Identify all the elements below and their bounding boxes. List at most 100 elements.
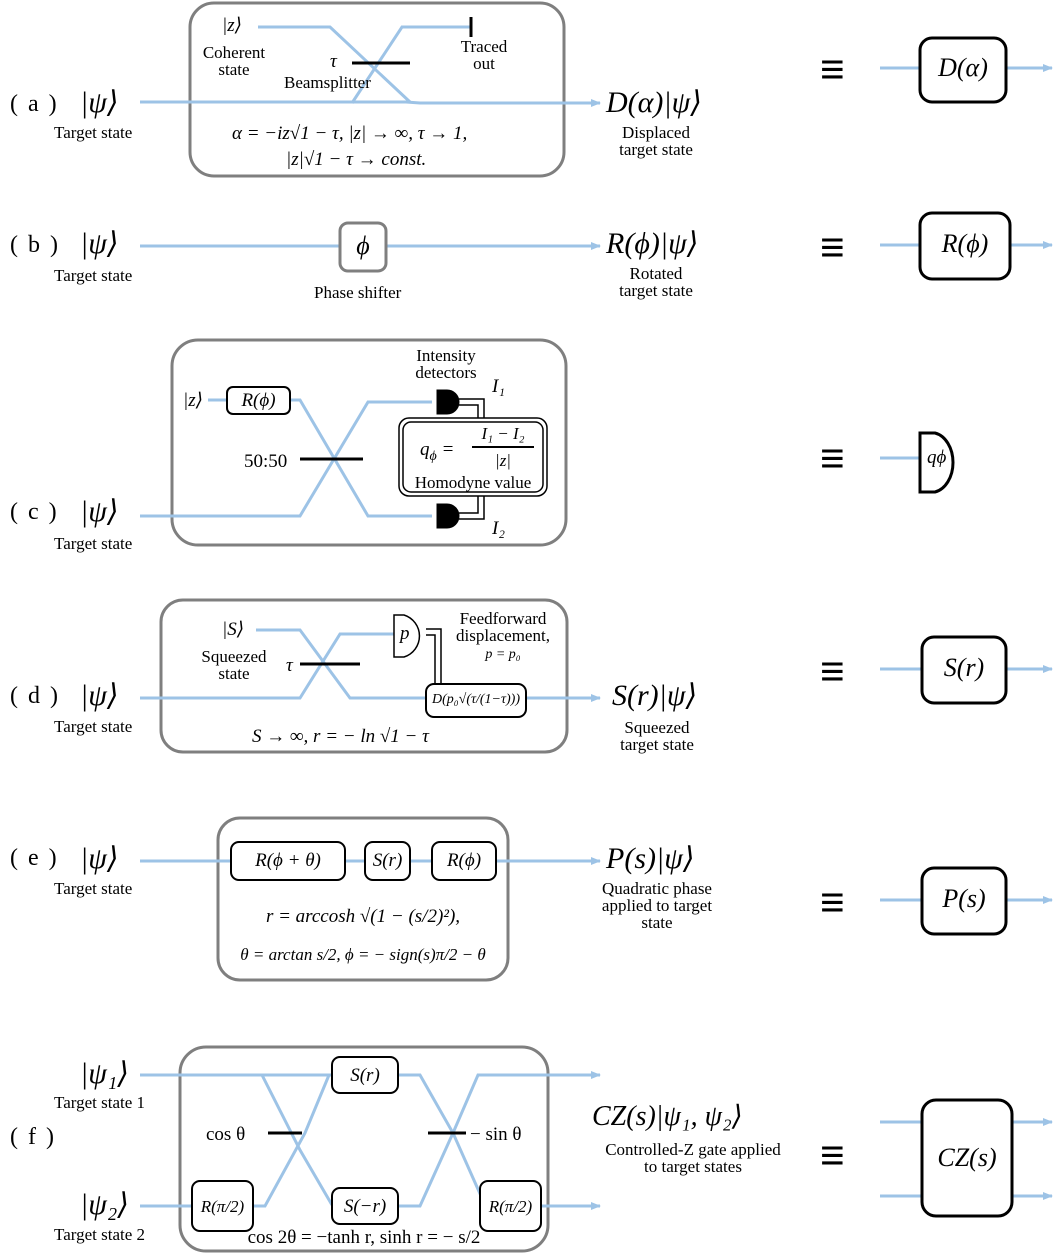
- d-p-detector-label: p: [400, 623, 410, 644]
- f-formula: cos 2θ = −tanh r, sinh r = − s/2: [247, 1227, 481, 1248]
- b-input-ket: |ψ⟩: [80, 227, 119, 260]
- e-input-caption: Target state: [54, 879, 133, 898]
- c-homodyne-label: Homodyne value: [414, 473, 532, 492]
- a-tau: τ: [330, 51, 337, 72]
- e-input-ket: |ψ⟩: [80, 842, 119, 875]
- f-s-top-label: S(r): [350, 1065, 380, 1086]
- b-phase-caption: Phase shifter: [314, 283, 402, 302]
- f-gate-label: CZ(s): [937, 1143, 997, 1172]
- c-fraction-bar: [472, 446, 534, 448]
- b-output-ket: R(ϕ)|ψ⟩: [606, 227, 699, 260]
- a-gate-label: D(α): [938, 53, 988, 82]
- f-r-right-label: R(π/2): [488, 1197, 533, 1216]
- c-equiv-sign: ≡: [820, 434, 846, 483]
- b-gate-box: [918, 211, 1012, 281]
- e-s-label: S(r): [372, 850, 403, 871]
- c-i1: I₁: [492, 376, 505, 397]
- f-equiv-sign: ≡: [820, 1131, 846, 1180]
- d-input-caption: Target state: [54, 717, 133, 736]
- c-rotation-box: [226, 386, 291, 415]
- f-input1-ket: |ψ₁⟩: [80, 1057, 130, 1090]
- c-gate-label: qϕ: [927, 447, 947, 468]
- label-b: ( b ): [10, 232, 60, 258]
- b-phase-box: [338, 221, 388, 273]
- d-tau: τ: [286, 655, 293, 676]
- c-q-numerator: I₁ − I₂: [481, 424, 525, 443]
- e-r2-label: R(ϕ): [446, 850, 482, 871]
- a-input-caption: Target state: [54, 123, 133, 142]
- d-input-ket: |ψ⟩: [80, 679, 119, 712]
- b-phase-symbol: ϕ: [356, 231, 370, 260]
- f-cz-box: [178, 1045, 550, 1253]
- e-equiv-sign: ≡: [820, 878, 846, 927]
- f-r-left-label: R(π/2): [200, 1197, 245, 1216]
- c-rotation-label: R(ϕ): [241, 390, 276, 411]
- e-r1-label: R(ϕ + θ): [255, 850, 321, 871]
- e-r1-box: [230, 841, 346, 881]
- e-output-ket: P(s)|ψ⟩: [606, 842, 695, 875]
- e-formula-line1: r = arccosh √(1 − (s/2)²),: [265, 906, 461, 927]
- b-gate-label: R(ϕ): [941, 229, 989, 258]
- f-input1-caption: Target state 1: [54, 1093, 146, 1112]
- d-displacement-label: D(p₀√(τ/(1−τ))): [432, 692, 520, 707]
- f-sin-label: − sin θ: [470, 1124, 522, 1145]
- label-a: ( a ): [10, 91, 59, 117]
- d-squeezer-box: [159, 598, 569, 754]
- a-gate-box: [918, 36, 1008, 104]
- a-coherent-ket: |z⟩: [222, 15, 243, 36]
- f-gate-box: [920, 1098, 1014, 1218]
- a-beamsplitter-label: Beamsplitter: [284, 73, 371, 92]
- c-input-ket: |ψ⟩: [80, 495, 119, 528]
- a-input-ket: |ψ⟩: [80, 86, 119, 119]
- e-formula-line2: θ = arctan s/2, ϕ = − sign(s)π/2 − θ: [240, 945, 486, 964]
- d-squeezed-ket: |S⟩: [222, 619, 245, 640]
- d-gate-label: S(r): [943, 653, 985, 682]
- f-s-bot-label: S(−r): [343, 1196, 387, 1217]
- d-equiv-sign: ≡: [820, 647, 846, 696]
- a-output-ket: D(α)|ψ⟩: [606, 86, 702, 119]
- b-equiv-sign: ≡: [820, 223, 846, 272]
- c-splitter-ratio: 50:50: [244, 451, 288, 472]
- a-equiv-sign: ≡: [820, 45, 846, 94]
- f-s-bot-box: [331, 1187, 399, 1225]
- e-gate-box: [920, 866, 1008, 936]
- d-displacement-box: [425, 683, 527, 718]
- a-formula-line2: |z|√1 − τ → const.: [286, 149, 427, 170]
- c-i2: I₂: [492, 518, 505, 539]
- label-e: ( e ): [10, 845, 59, 871]
- f-input2-caption: Target state 2: [54, 1225, 146, 1244]
- f-r-right-box: [479, 1180, 542, 1232]
- a-formula-line1: α = −iz√1 − τ, |z| → ∞, τ → 1,: [232, 123, 468, 144]
- e-gate-label: P(s): [942, 884, 986, 913]
- c-q-lhs: qϕ =: [420, 439, 455, 464]
- f-r-left-box: [191, 1180, 254, 1232]
- c-q-denominator: |z|: [495, 451, 511, 470]
- label-f: ( f ): [10, 1124, 56, 1150]
- f-output-ket: CZ(s)|ψ₁, ψ₂⟩: [592, 1101, 743, 1132]
- f-cos-label: cos θ: [206, 1124, 246, 1145]
- f-input2-ket: |ψ₂⟩: [80, 1188, 130, 1221]
- e-s-box: [364, 841, 411, 881]
- e-phase-box: [216, 816, 510, 982]
- e-r2-box: [431, 841, 497, 881]
- c-homodyne-value-box: [398, 417, 548, 497]
- b-input-caption: Target state: [54, 266, 133, 285]
- d-output-ket: S(r)|ψ⟩: [612, 679, 698, 712]
- c-homodyne-box: [170, 338, 568, 547]
- d-formula: S → ∞, r = − ln √1 − τ: [252, 726, 429, 747]
- c-coherent-ket: |z⟩: [183, 390, 204, 411]
- f-s-top-box: [331, 1056, 399, 1094]
- label-c: ( c ): [10, 499, 59, 525]
